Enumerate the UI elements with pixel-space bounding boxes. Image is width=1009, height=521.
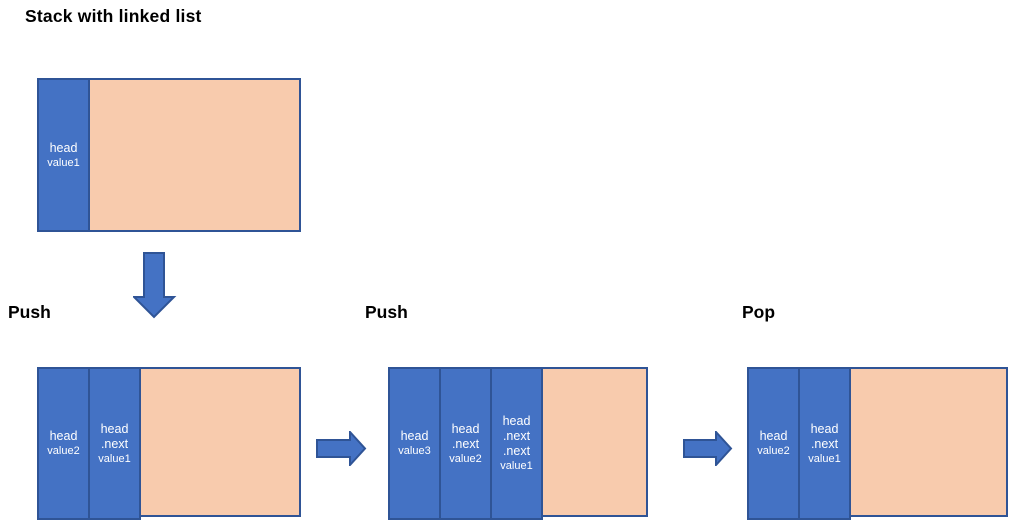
node-text: value2 <box>449 452 482 465</box>
arrow-down-icon <box>133 252 177 319</box>
node-text: head <box>100 421 129 436</box>
node-text: value1 <box>47 156 80 169</box>
node-text: head <box>49 429 78 443</box>
linked-list-node: head value2 <box>37 367 90 520</box>
label-push-2: Push <box>365 302 408 322</box>
arrow-right-icon <box>316 431 367 466</box>
node-text: value1 <box>808 452 841 465</box>
arrow-right-icon <box>683 431 733 466</box>
node-text: .next <box>502 444 531 458</box>
node-text: .next <box>502 429 531 443</box>
node-text: value1 <box>98 452 131 465</box>
label-pop: Pop <box>742 302 776 322</box>
node-text: value2 <box>47 445 80 457</box>
linked-list-node: head value3 <box>388 367 441 520</box>
page-title: Stack with linked list <box>25 6 202 26</box>
node-text: head <box>49 140 78 155</box>
node-text: head <box>759 429 788 443</box>
node-text: value3 <box>398 445 431 457</box>
node-text: head <box>400 429 429 443</box>
node-text: value1 <box>500 460 533 472</box>
node-text: head <box>502 414 531 428</box>
node-text: .next <box>810 436 839 451</box>
label-push-1: Push <box>8 302 51 322</box>
linked-list-node: head value2 <box>747 367 800 520</box>
node-text: .next <box>100 436 129 451</box>
node-text: .next <box>451 436 480 451</box>
node-text: value2 <box>757 445 790 457</box>
node-text: head <box>451 421 480 436</box>
node-text: head <box>810 421 839 436</box>
